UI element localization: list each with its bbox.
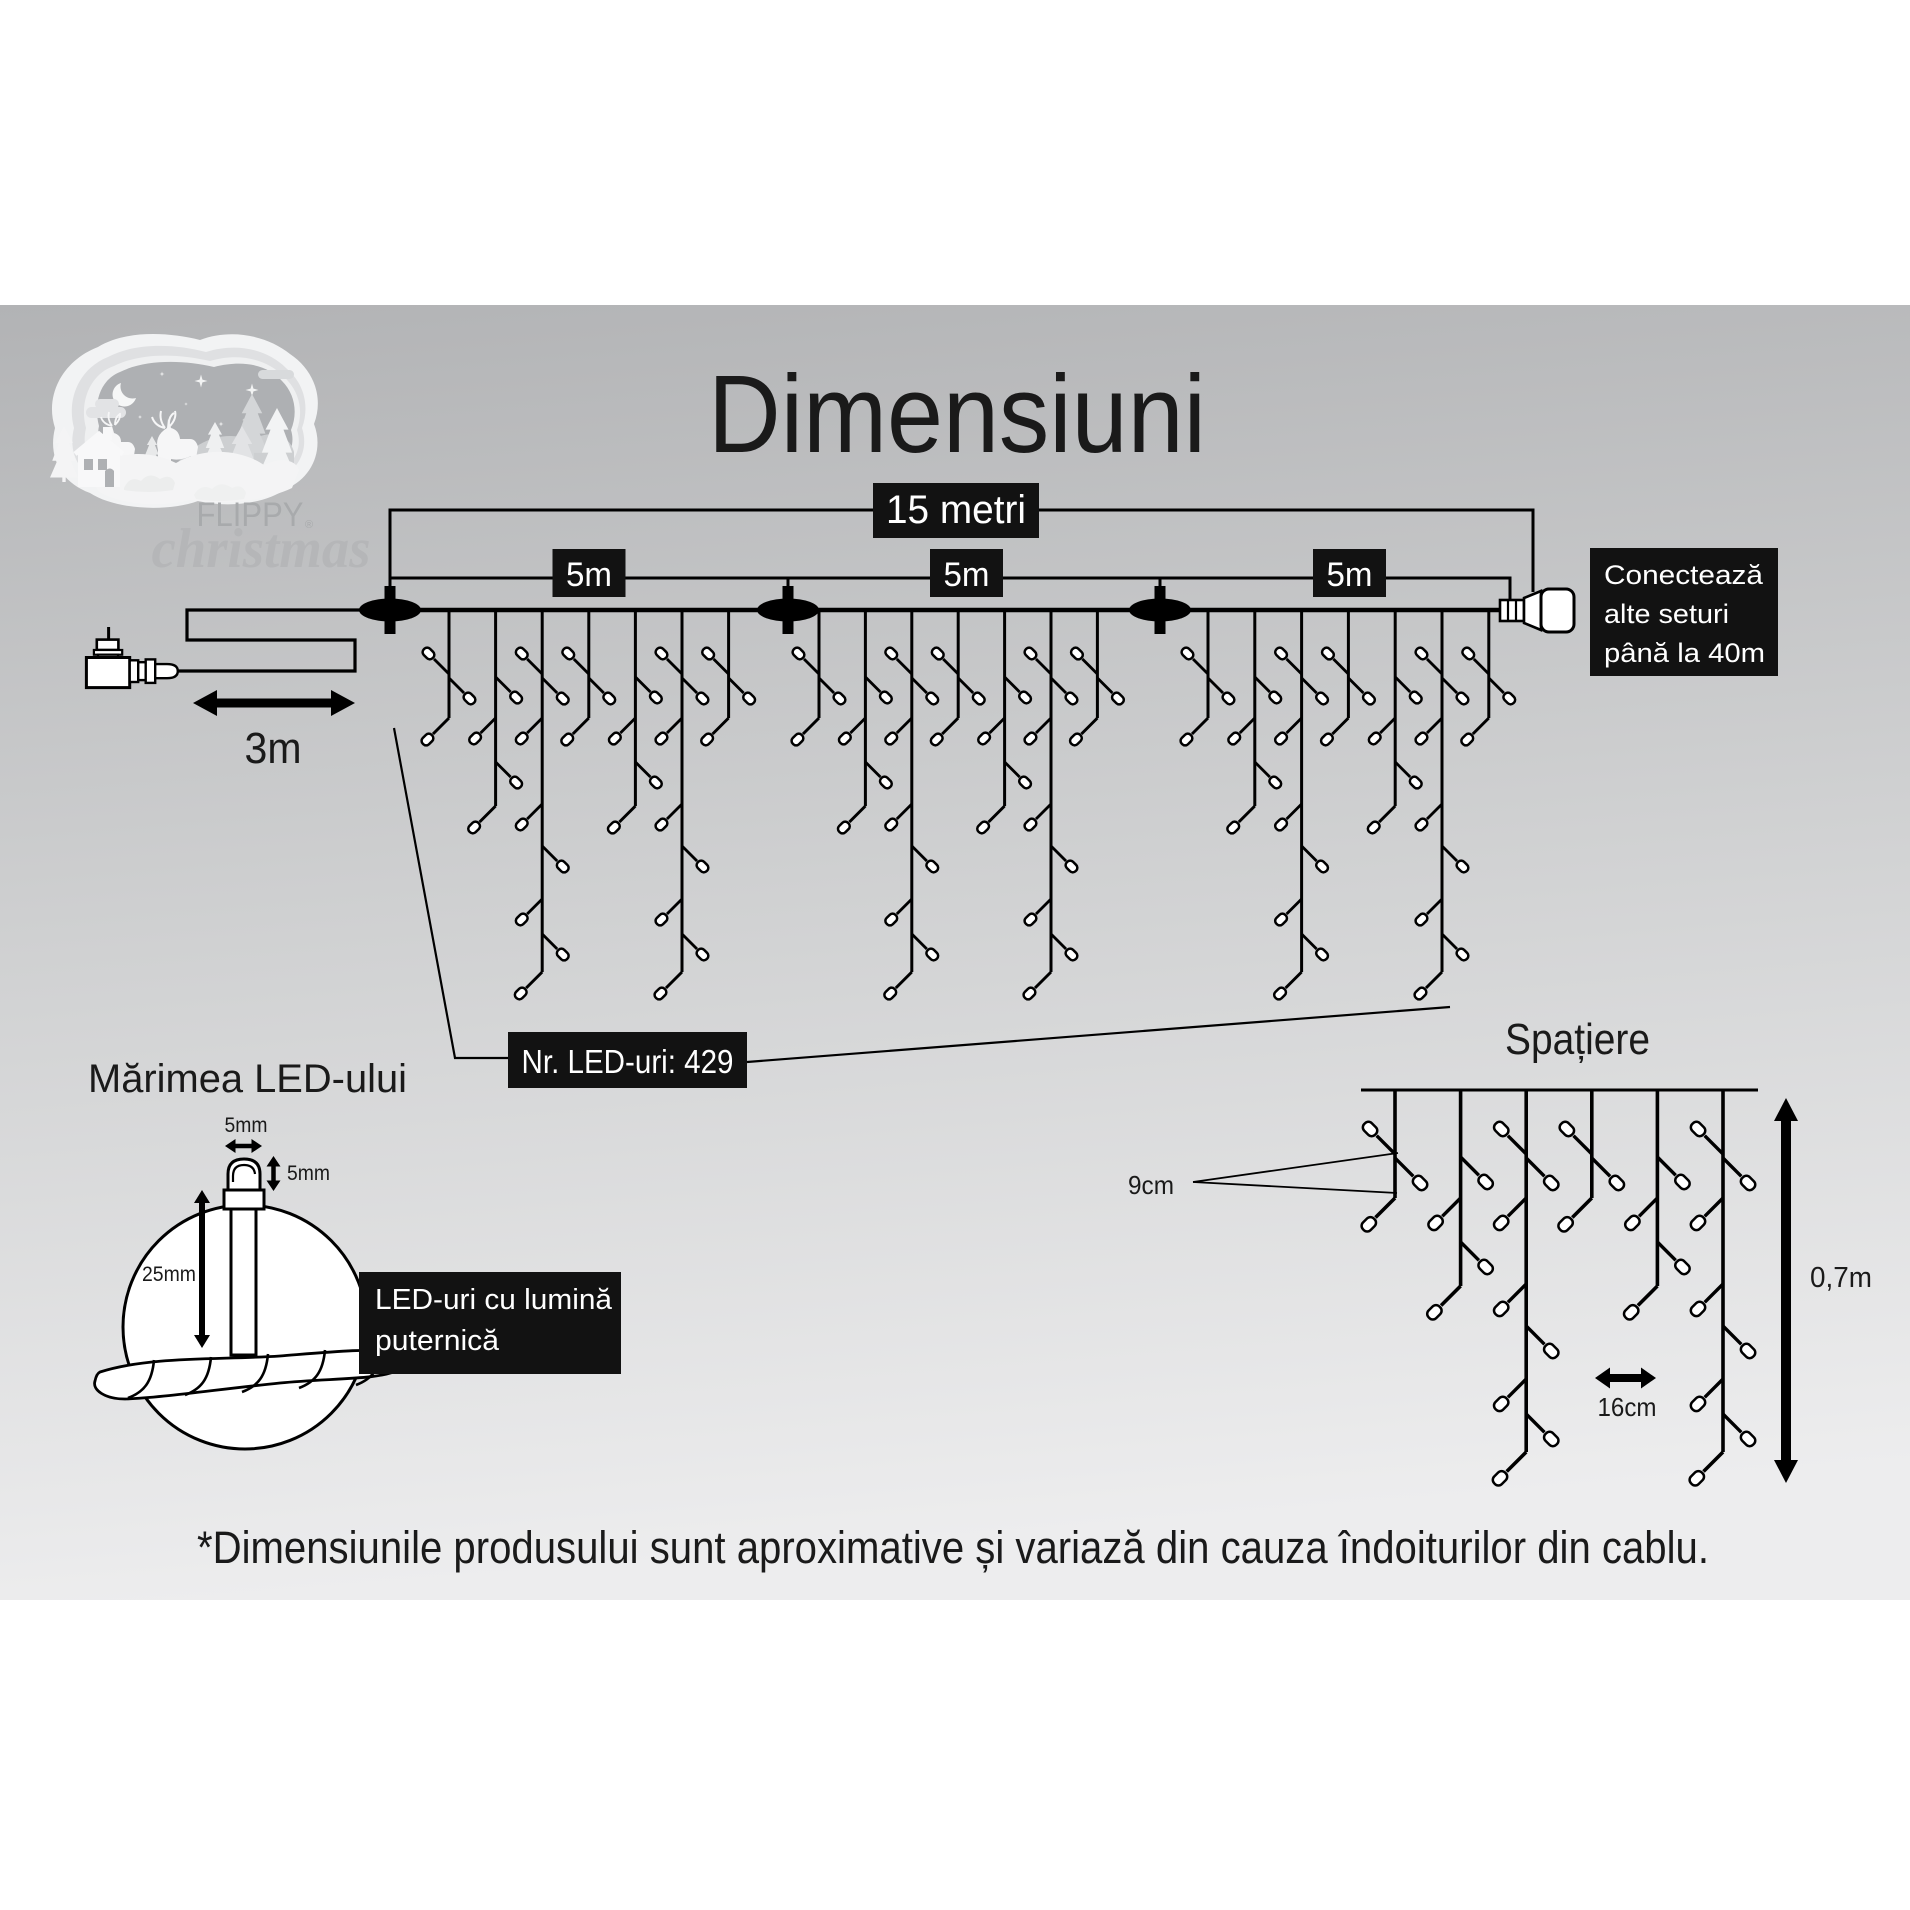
svg-text:5m: 5m xyxy=(944,556,990,594)
svg-text:5m: 5m xyxy=(1327,556,1373,594)
svg-text:puternică: puternică xyxy=(375,1325,499,1357)
svg-text:Nr. LED-uri: 429: Nr. LED-uri: 429 xyxy=(522,1043,734,1080)
svg-text:0,7m: 0,7m xyxy=(1810,1262,1872,1294)
svg-text:Conectează: Conectează xyxy=(1604,560,1763,590)
svg-text:9cm: 9cm xyxy=(1128,1170,1174,1200)
svg-text:3m: 3m xyxy=(245,724,302,773)
svg-text:*Dimensiunile produsului sunt: *Dimensiunile produsului sunt aproximati… xyxy=(197,1522,1709,1573)
svg-text:alte seturi: alte seturi xyxy=(1604,599,1729,629)
svg-text:®: ® xyxy=(305,519,313,531)
svg-text:LED-uri cu lumină: LED-uri cu lumină xyxy=(375,1284,612,1316)
svg-text:Spațiere: Spațiere xyxy=(1505,1015,1650,1064)
svg-text:25mm: 25mm xyxy=(142,1263,196,1286)
svg-text:FLIPPY: FLIPPY xyxy=(197,496,304,534)
svg-text:Dimensiuni: Dimensiuni xyxy=(708,353,1206,476)
svg-text:Mărimea LED-ului: Mărimea LED-ului xyxy=(88,1057,407,1101)
svg-text:5mm: 5mm xyxy=(287,1162,330,1185)
svg-text:15 metri: 15 metri xyxy=(886,488,1026,532)
svg-text:5mm: 5mm xyxy=(225,1114,268,1137)
svg-text:16cm: 16cm xyxy=(1598,1392,1657,1422)
svg-text:până la 40m: până la 40m xyxy=(1604,638,1765,668)
svg-text:christmas: christmas xyxy=(152,518,371,580)
svg-text:5m: 5m xyxy=(566,556,612,594)
